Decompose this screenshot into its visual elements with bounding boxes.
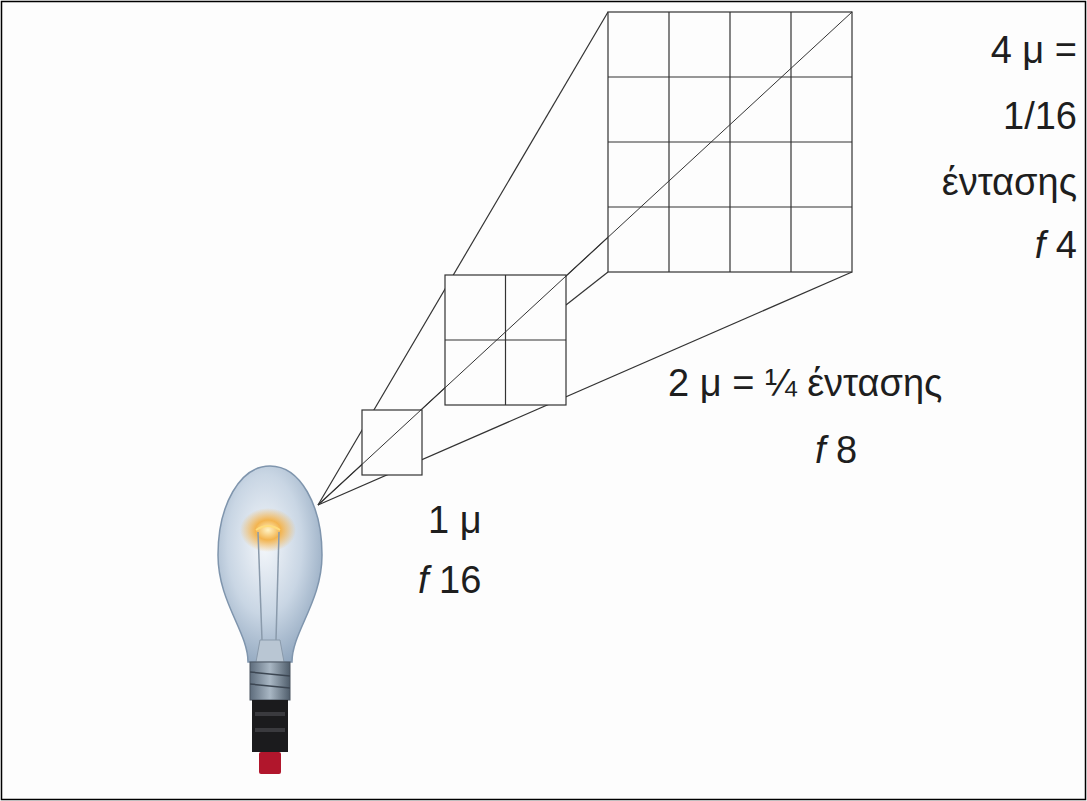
distance-label: 2 μ = ¼ έντασης (668, 350, 942, 416)
f-number: f 8 (815, 417, 857, 483)
light-bulb (218, 466, 322, 774)
light-rays (318, 12, 852, 505)
f-number: f 4 (1035, 212, 1077, 278)
distance-label: 1 μ (428, 487, 482, 553)
distance-label: 4 μ = 1/16 έντασης (914, 17, 1077, 215)
area-grid (318, 12, 852, 505)
f-number: f 16 (418, 547, 481, 613)
